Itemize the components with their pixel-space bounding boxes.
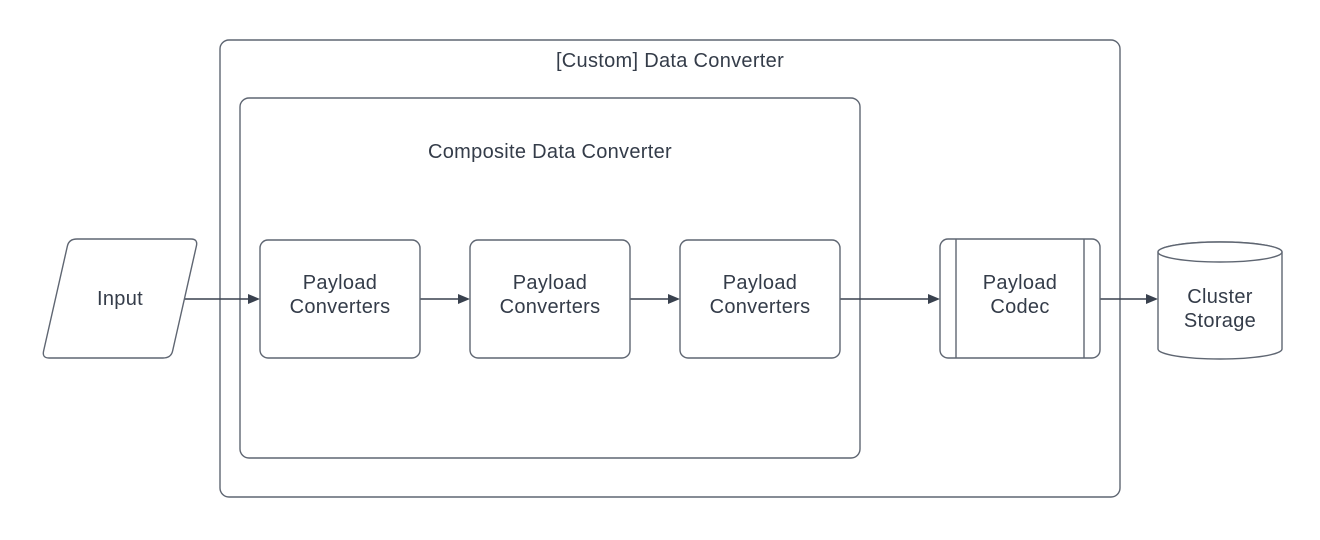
cluster-storage-cylinder-top (1157, 241, 1283, 263)
cluster-storage-node: Cluster Storage (1157, 241, 1283, 360)
cluster-storage-label-line2: Storage (1184, 310, 1256, 332)
payload-converters-2-label-line2: Converters (500, 296, 601, 318)
arrow-head-icon (668, 294, 680, 304)
payload-converters-box-2 (469, 239, 631, 359)
payload-converters-1-label-line2: Converters (290, 296, 391, 318)
cluster-storage-label-line1: Cluster (1187, 286, 1252, 308)
composite-data-converter-title: Composite Data Converter (428, 141, 672, 163)
payload-codec-label-line2: Codec (990, 296, 1049, 318)
arrow-codec-to-storage (1100, 294, 1158, 304)
arrow-input-to-converter-1 (184, 294, 260, 304)
input-parallelogram (42, 238, 198, 359)
arrow-converter-1-to-2 (420, 294, 470, 304)
payload-converters-3-label-line1: Payload (723, 272, 797, 294)
arrow-converter-2-to-3 (630, 294, 680, 304)
payload-codec-node: Payload Codec (939, 238, 1101, 359)
input-node: Input (42, 238, 198, 359)
arrow-head-icon (458, 294, 470, 304)
payload-converters-node-2: Payload Converters (469, 239, 631, 359)
payload-converters-1-label-line1: Payload (303, 272, 377, 294)
payload-converters-node-1: Payload Converters (259, 239, 421, 359)
payload-codec-box (939, 238, 1101, 359)
payload-codec-label-line1: Payload (983, 272, 1057, 294)
payload-converters-2-label-line1: Payload (513, 272, 587, 294)
arrow-head-icon (248, 294, 260, 304)
input-label: Input (97, 288, 143, 310)
payload-converters-node-3: Payload Converters (679, 239, 841, 359)
arrow-head-icon (928, 294, 940, 304)
custom-data-converter-title: [Custom] Data Converter (556, 50, 784, 72)
arrow-head-icon (1146, 294, 1158, 304)
payload-converters-box-3 (679, 239, 841, 359)
payload-converters-3-label-line2: Converters (710, 296, 811, 318)
payload-converters-box-1 (259, 239, 421, 359)
arrow-converter-3-to-codec (840, 294, 940, 304)
